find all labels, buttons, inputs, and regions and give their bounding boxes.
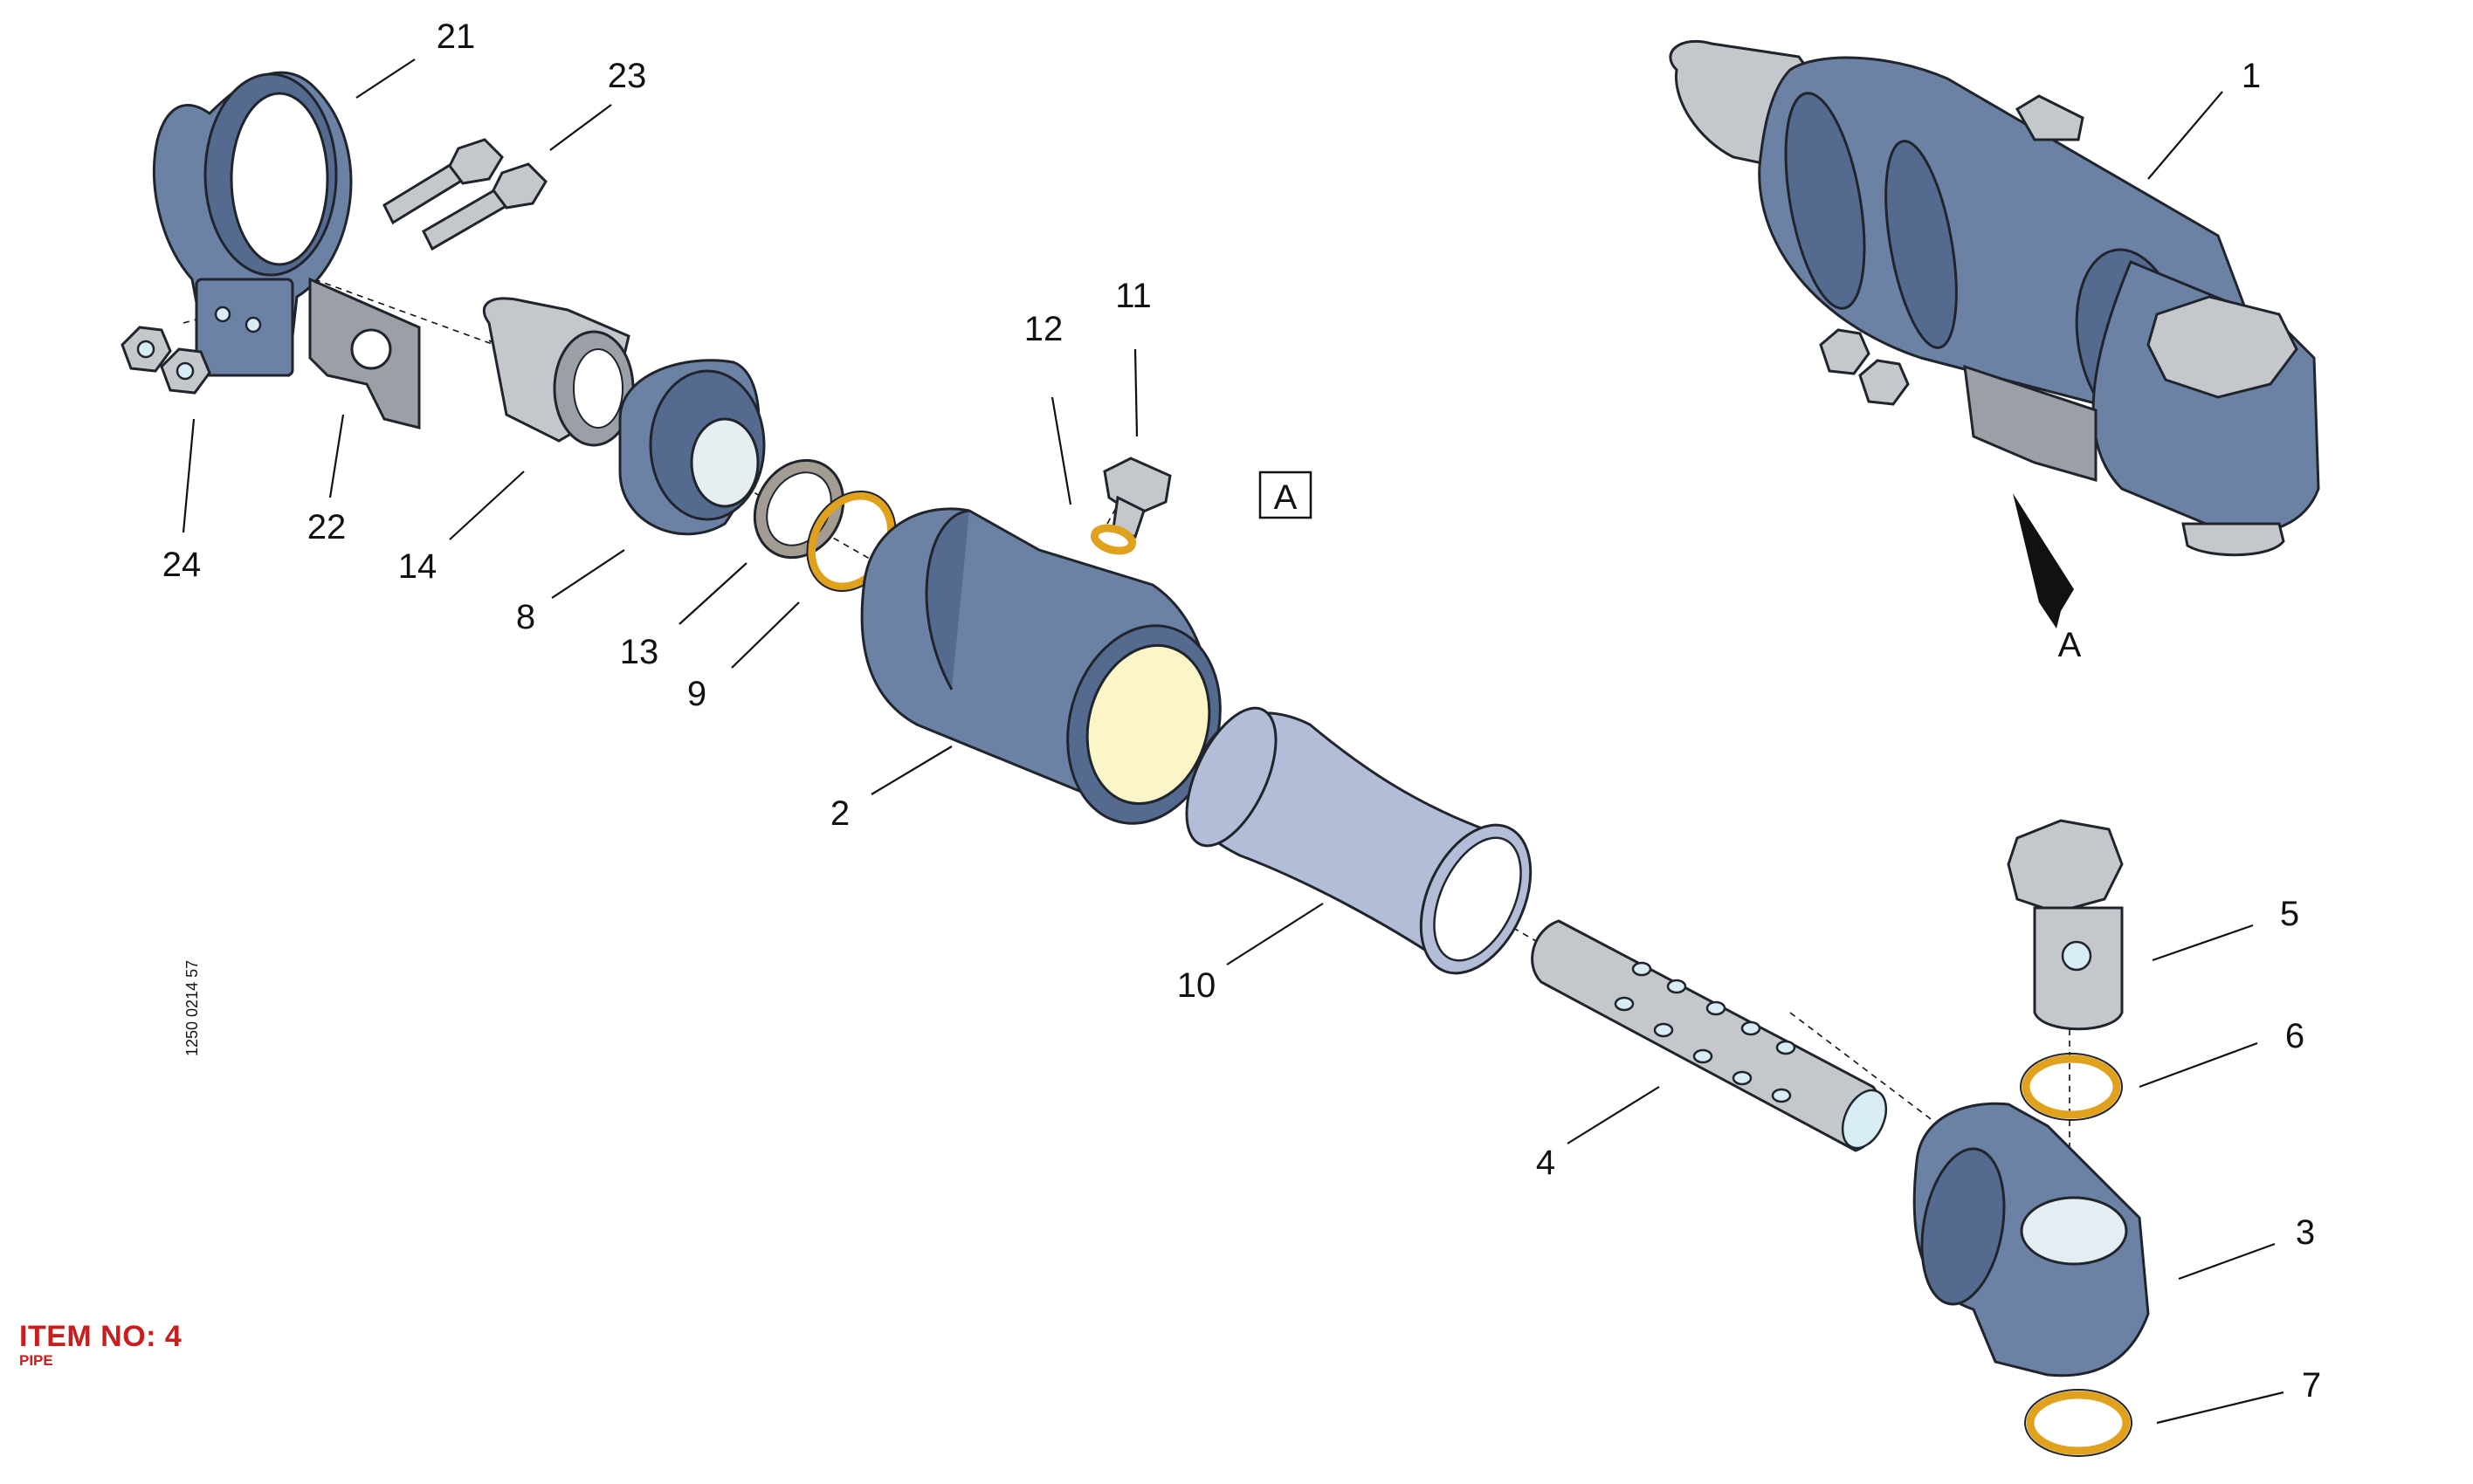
callout-21: 21 [437, 17, 476, 56]
callout-24: 24 [162, 546, 202, 584]
housing-part-2 [860, 507, 1222, 825]
view-a-arrow [2013, 493, 2074, 629]
complete-assembly-part-1 [1669, 39, 2320, 557]
callout-3: 3 [2296, 1213, 2315, 1252]
callout-5: 5 [2280, 895, 2299, 933]
perforated-pipe-part-4 [1531, 919, 1888, 1152]
leader-lines [182, 58, 2284, 1425]
callout-11: 11 [1115, 277, 1152, 315]
gasket-part-7 [2024, 1389, 2132, 1457]
callout-23: 23 [608, 57, 647, 95]
view-box-label: A [1274, 478, 1298, 517]
callout-14: 14 [398, 547, 437, 586]
clamp-band-part-21 [152, 71, 353, 377]
callout-7: 7 [2302, 1366, 2321, 1405]
callout-22: 22 [307, 508, 347, 546]
drawing-number: 1250 0214 57 [183, 960, 201, 1056]
bolts-part-23 [382, 138, 548, 251]
callout-numbers: 21 23 24 22 14 8 13 9 2 11 12 10 4 5 6 3… [162, 17, 2321, 1405]
elbow-part-3 [1912, 1102, 2150, 1378]
pipe-funnel-part-10 [1185, 706, 1533, 975]
callout-13: 13 [620, 633, 659, 671]
nuts-part-24 [121, 326, 211, 395]
callout-12: 12 [1024, 310, 1064, 348]
callout-6: 6 [2285, 1017, 2304, 1055]
item-note-subtitle: PIPE [19, 1352, 53, 1369]
item-note: ITEM NO: 4 PIPE [19, 1320, 182, 1370]
gasket-part-6 [2020, 1053, 2123, 1121]
bracket-plate-part-22 [308, 277, 421, 429]
callout-10: 10 [1177, 966, 1216, 1005]
view-box-a: A [1258, 471, 1312, 519]
banjo-bolt-part-5 [2007, 819, 2124, 1031]
callout-2: 2 [830, 794, 850, 833]
callout-1: 1 [2242, 57, 2261, 95]
vent-plug-part-11 [1103, 457, 1172, 539]
item-note-title: ITEM NO: 4 [19, 1320, 183, 1353]
view-arrow-label: A [2058, 626, 2082, 664]
o-ring-part-12 [1091, 524, 1136, 555]
callout-9: 9 [687, 675, 706, 713]
callout-8: 8 [516, 598, 535, 636]
flange-part-8 [618, 359, 766, 536]
callout-4: 4 [1536, 1144, 1555, 1182]
coupling-nut-part-14 [482, 297, 635, 447]
